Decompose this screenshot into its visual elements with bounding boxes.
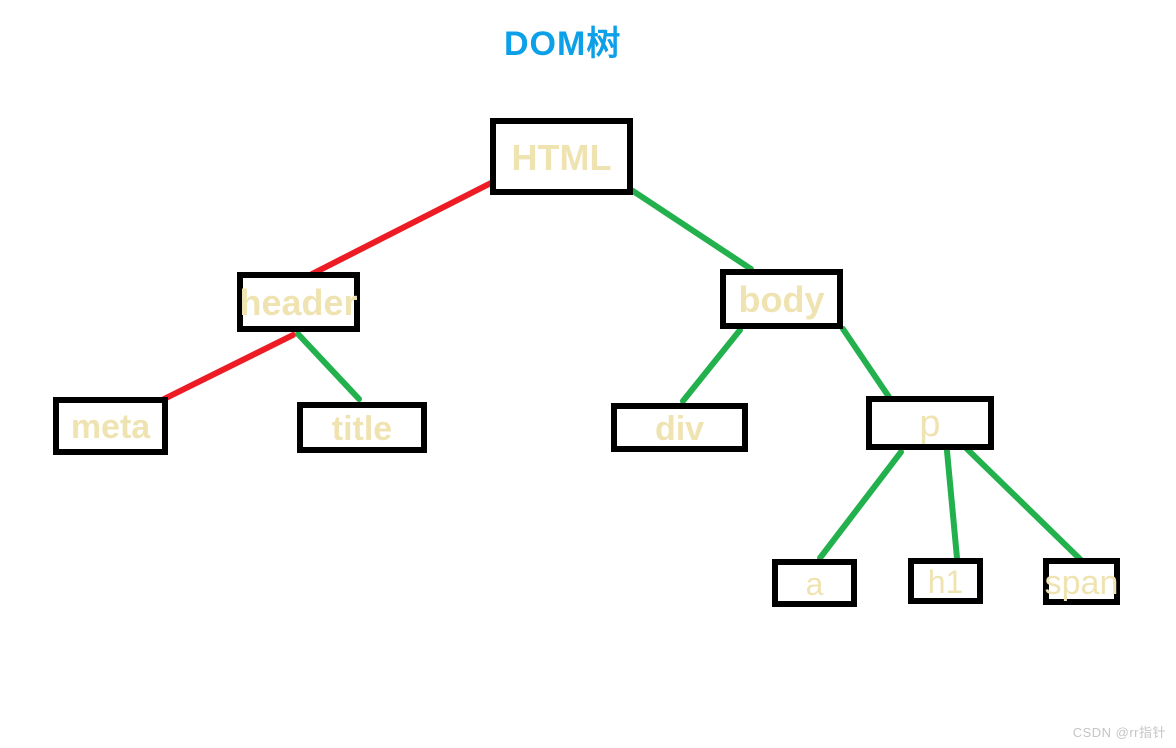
tree-node-label-span: span xyxy=(1044,563,1119,602)
tree-edge-p-span xyxy=(962,444,1085,564)
tree-node-header: header xyxy=(237,272,360,332)
tree-node-a: a xyxy=(772,559,857,607)
tree-node-label-meta: meta xyxy=(70,408,151,446)
tree-node-label-h1: h1 xyxy=(927,564,964,600)
tree-node-label-p: p xyxy=(919,403,941,445)
tree-node-title: title xyxy=(297,402,427,453)
tree-node-label-body: body xyxy=(738,279,825,320)
page-title: DOM树 xyxy=(504,25,622,63)
tree-edge-html-header xyxy=(309,180,494,277)
tree-node-span: span xyxy=(1043,558,1120,605)
tree-node-label-html: HTML xyxy=(511,136,612,178)
tree-node-div: div xyxy=(611,403,748,452)
tree-edge-header-title xyxy=(295,331,362,402)
tree-edge-html-body xyxy=(630,188,754,272)
watermark: CSDN @rr指针 xyxy=(1072,725,1166,740)
tree-node-body: body xyxy=(720,269,843,329)
tree-node-meta: meta xyxy=(53,397,168,455)
tree-edge-body-div xyxy=(680,327,743,404)
tree-edge-p-h1 xyxy=(944,448,960,561)
tree-node-label-div: div xyxy=(654,409,705,448)
tree-node-p: p xyxy=(866,396,994,450)
tree-node-label-a: a xyxy=(805,566,824,602)
tree-edge-body-p xyxy=(840,326,892,400)
tree-edge-header-meta xyxy=(159,332,296,403)
tree-edge-p-a xyxy=(817,449,904,561)
tree-node-label-header: header xyxy=(239,282,358,323)
tree-node-label-title: title xyxy=(331,409,393,448)
tree-node-h1: h1 xyxy=(908,558,983,604)
tree-node-html: HTML xyxy=(490,118,633,195)
